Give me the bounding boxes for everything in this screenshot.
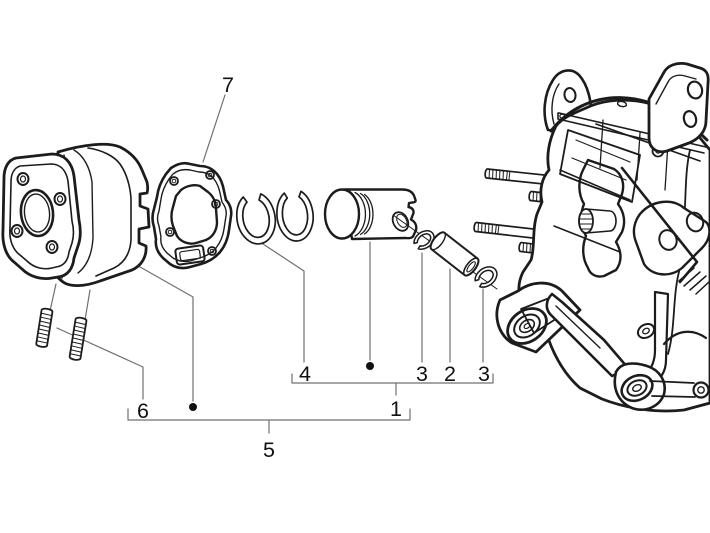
- link-rod: [649, 380, 696, 398]
- cylinder-studs: [35, 307, 88, 361]
- group-bracket-5: [127, 408, 411, 434]
- middle-bushing: [636, 322, 656, 340]
- piston-body: [342, 188, 418, 241]
- leader-lines: [49, 94, 494, 434]
- crankcase-right-details: [620, 149, 710, 355]
- piston-ring-grooves: [354, 191, 374, 237]
- piston-ring-2: [276, 190, 314, 242]
- stud-left: [35, 307, 54, 348]
- leader-4: [262, 243, 305, 363]
- crankcase-surface-lines: [553, 169, 631, 253]
- crankcase-upper-deck: [559, 119, 701, 203]
- callout-1: 1: [390, 397, 402, 421]
- cylinder-barrel-band-2: [73, 149, 94, 274]
- cylinder-flange-inner: [9, 163, 75, 270]
- bottom-tube-arm: [545, 292, 630, 378]
- leader-dot-cylinder: [189, 403, 197, 411]
- gasket-bore: [170, 184, 219, 245]
- stud-guide-1: [49, 283, 57, 312]
- crank-stub-boss: [578, 208, 617, 234]
- callout-labels: 7 4 3 2 3 1 6 5: [137, 73, 490, 462]
- callout-3b: 3: [478, 362, 490, 386]
- gudgeon-pin: [429, 231, 480, 277]
- stud-right: [68, 316, 88, 361]
- cylinder-bore: [19, 188, 55, 238]
- cylinder-barrel: [54, 142, 151, 288]
- leader-6: [56, 327, 144, 400]
- stud-guide-2: [84, 289, 91, 321]
- crankcase-top-bracket: [647, 62, 710, 154]
- cylinder-barrel-band: [87, 147, 132, 277]
- callout-4: 4: [299, 362, 311, 386]
- cylinder: [1, 142, 151, 288]
- leader-dots: [189, 362, 374, 411]
- base-gasket: [151, 161, 233, 270]
- callout-3a: 3: [416, 362, 428, 386]
- crankcase: [473, 62, 710, 413]
- mount-flange-two-holes: [632, 200, 710, 276]
- leader-7: [202, 94, 226, 163]
- crankcase-mount-column: [578, 158, 626, 278]
- gasket-outline: [151, 161, 233, 270]
- group-bracket-1: [291, 373, 494, 396]
- leader-cylinder: [132, 262, 194, 402]
- spline-hatches: [678, 267, 710, 295]
- gasket-port: [174, 244, 206, 266]
- front-bushing-eye: [506, 307, 548, 345]
- piston: [323, 188, 418, 241]
- callout-5: 5: [263, 438, 275, 462]
- cylinder-flange: [1, 152, 82, 280]
- bottom-mount-assembly: [545, 290, 710, 411]
- callout-2: 2: [444, 362, 456, 386]
- piston-rings: [235, 190, 314, 245]
- link-small-eye: [692, 381, 710, 399]
- piston-pin-boss: [391, 211, 410, 232]
- gasket-bolt-holes: [165, 170, 221, 256]
- piston-ring-1: [235, 193, 277, 245]
- circlip-right: [474, 266, 498, 288]
- piston-crown: [323, 188, 361, 240]
- leader-dot-piston: [366, 362, 374, 370]
- callout-7: 7: [222, 73, 234, 97]
- callout-6: 6: [137, 399, 149, 423]
- gasket-inner-edge: [156, 168, 227, 263]
- cylinder-stud-holes: [10, 172, 67, 254]
